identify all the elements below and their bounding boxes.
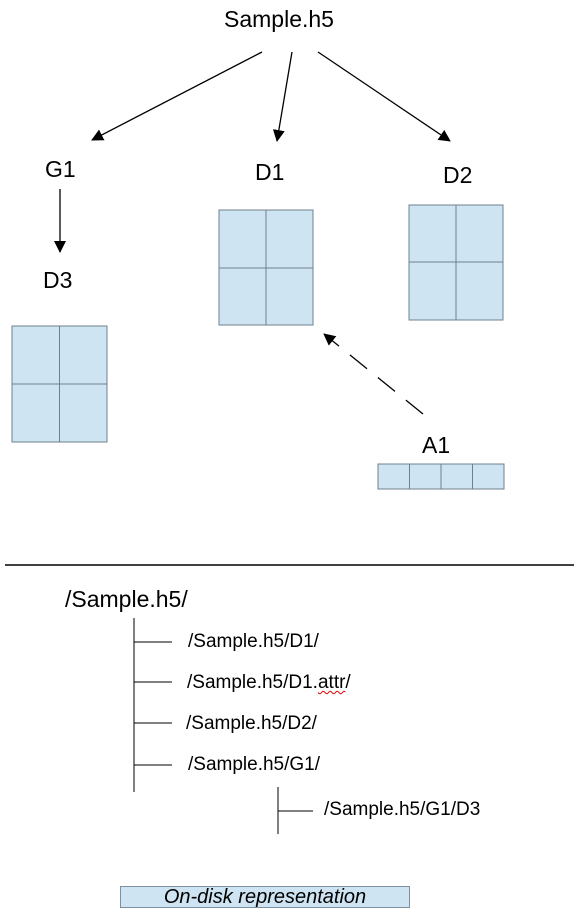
dataset-d1-grid	[218, 209, 314, 326]
caption-box: On-disk representation	[120, 886, 410, 908]
dataset-d2-grid	[408, 204, 504, 321]
tree-connectors	[133, 618, 313, 834]
arrow-a1-to-d1-dashed	[323, 333, 424, 415]
tree-path-d1-attr: /Sample.h5/D1.attr/	[187, 672, 351, 694]
dataset-d1-label: D1	[255, 159, 285, 185]
attribute-a1-strip	[377, 463, 505, 490]
arrow-file-to-d1	[272, 51, 293, 142]
tree-path-d1-attr-suffix: /	[345, 672, 351, 693]
tree-path-d3: /Sample.h5/G1/D3	[324, 799, 481, 820]
dataset-d2-label: D2	[443, 162, 473, 188]
dataset-d3-label: D3	[43, 267, 73, 293]
dataset-d3-grid	[11, 325, 108, 443]
attribute-a1-label: A1	[422, 432, 451, 458]
arrow-file-to-d2	[317, 51, 451, 142]
arrow-file-to-g1	[91, 51, 263, 141]
tree-root-path: /Sample.h5/	[65, 586, 188, 612]
tree-path-g1: /Sample.h5/G1/	[188, 754, 321, 775]
tree-path-d1: /Sample.h5/D1/	[188, 631, 319, 652]
tree-path-d1-attr-word: attr	[317, 672, 346, 693]
tree-path-d1-attr-prefix: /Sample.h5/D1.	[187, 672, 318, 693]
file-label: Sample.h5	[224, 6, 334, 32]
tree-path-d2: /Sample.h5/D2/	[186, 713, 317, 734]
group-g1-label: G1	[45, 156, 76, 182]
